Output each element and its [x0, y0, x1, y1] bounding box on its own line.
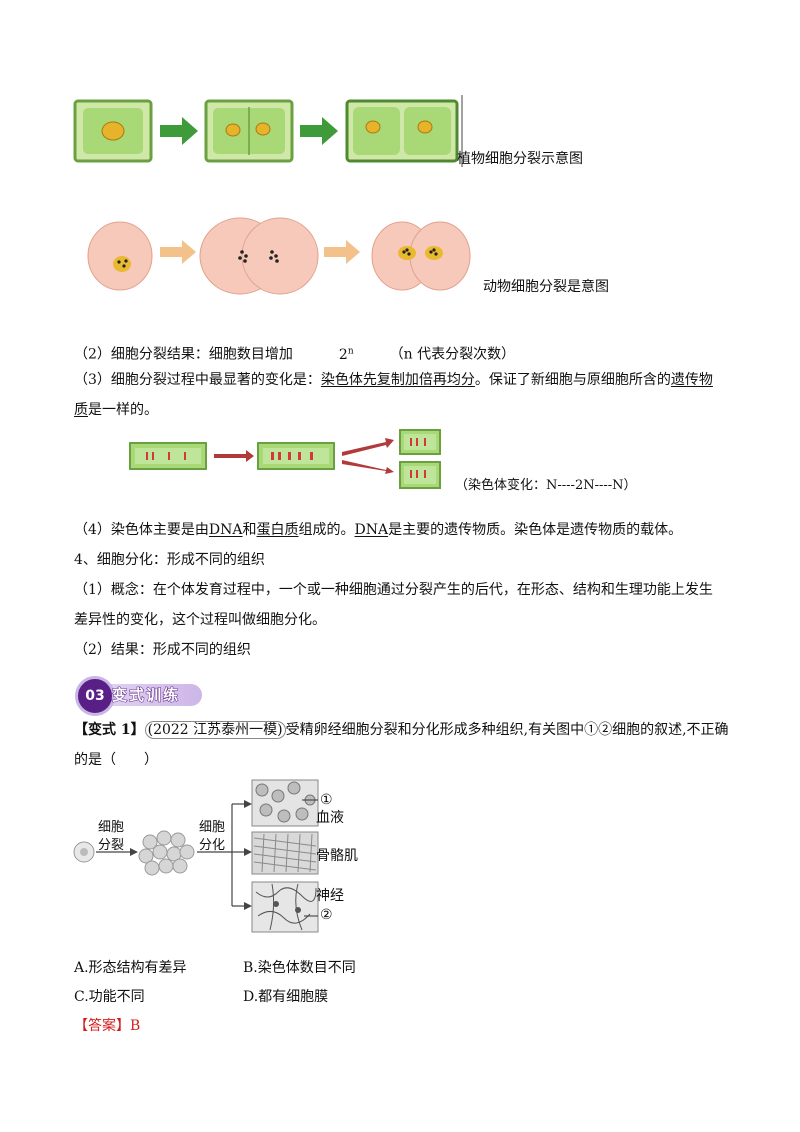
differentiation-label-1: 细胞	[199, 820, 226, 835]
tissue-muscle-label: 骨骼肌	[316, 848, 358, 864]
concept-line-1: （1）概念：在个体发育过程中，一个或一种细胞通过分裂产生的后代，在形态、结构和生…	[74, 582, 713, 598]
concept-line-2: 差异性的变化，这个过程叫做细胞分化。	[74, 612, 326, 628]
division-result-note: （n 代表分裂次数）	[389, 346, 516, 363]
animal-division-figure	[87, 217, 471, 295]
plant-division-figure	[70, 95, 465, 167]
option-b[interactable]: B.染色体数目不同	[243, 960, 356, 976]
composition-text: 组成的。	[298, 522, 355, 538]
answer-line: 【答案】B	[74, 1016, 140, 1036]
plant-figure-caption: 植物细胞分裂示意图	[457, 151, 583, 167]
question-stem: 受精卵经细胞分裂和分化形成多种组织,有关图中①②细胞的叙述,不正确	[285, 722, 729, 738]
option-a[interactable]: A.形态结构有差异	[74, 960, 187, 976]
dna-term-2: DNA	[354, 522, 389, 538]
tissue-nerve-label: 神经	[316, 888, 344, 904]
question-stem-line-2: 的是（ ）	[74, 752, 158, 768]
question-source: (2022 江苏泰州一模)	[144, 721, 286, 739]
tissue-blood-label: 血液	[316, 810, 344, 826]
marker-2: ②	[320, 907, 333, 923]
and-text: 和	[242, 522, 257, 538]
differentiation-diagram	[73, 779, 319, 933]
protein-term: 蛋白质	[256, 522, 299, 538]
genetic-material-phrase: 遗传物	[670, 372, 713, 388]
chromosome-change-figure	[129, 429, 441, 489]
option-d[interactable]: D.都有细胞膜	[243, 989, 329, 1005]
section-banner	[92, 684, 202, 706]
division-change-line-2: 质是一样的。	[74, 400, 158, 420]
question-stem-line-1: 【变式 1】(2022 江苏泰州一模)受精卵经细胞分裂和分化形成多种组织,有关图…	[74, 720, 729, 740]
chromosome-key-phrase: 染色体先复制加倍再均分	[320, 372, 475, 388]
section-4-title: 4、细胞分化：形成不同的组织	[74, 552, 265, 568]
division-change-line: （3）细胞分裂过程中最显著的变化是：染色体先复制加倍再均分。保证了新细胞与原细胞…	[74, 370, 713, 390]
differentiation-label-2: 分化	[199, 838, 226, 853]
genetic-material-text: 是主要的遗传物质。染色体是遗传物质的载体。	[388, 522, 683, 538]
division-label-1: 细胞	[98, 820, 125, 835]
division-change-text-2: 。保证了新细胞与原细胞所含的	[474, 372, 671, 388]
division-result-text: （2）细胞分裂结果：细胞数目增加	[74, 346, 293, 363]
division-result-line: （2）细胞分裂结果：细胞数目增加 2n （n 代表分裂次数）	[74, 341, 515, 365]
division-label-2: 分裂	[98, 838, 125, 853]
chromosome-caption: （染色体变化：N----2N----N）	[455, 478, 637, 493]
section-banner-title: 变式训练	[111, 686, 181, 705]
question-label: 【变式 1】	[74, 722, 145, 738]
division-change-text: （3）细胞分裂过程中最显著的变化是：	[74, 372, 321, 388]
chromosome-composition-line: （4）染色体主要是由DNA和蛋白质组成的。DNA是主要的遗传物质。染色体是遗传物…	[74, 520, 682, 540]
option-c[interactable]: C.功能不同	[74, 989, 145, 1005]
dna-term: DNA	[208, 522, 243, 538]
division-result-formula: 2n	[338, 346, 354, 363]
division-change-text-3: 是一样的。	[88, 402, 158, 418]
chromosome-composition-text: （4）染色体主要是由	[74, 522, 209, 538]
marker-1: ①	[320, 792, 333, 808]
answer-label: 【答案】	[74, 1018, 130, 1034]
animal-figure-caption: 动物细胞分裂是意图	[483, 279, 609, 295]
section-number-badge: 03	[75, 676, 115, 716]
result-line: （2）结果：形成不同的组织	[74, 642, 251, 658]
answer-value: B	[130, 1018, 141, 1034]
genetic-material-phrase-end: 质	[74, 402, 88, 418]
